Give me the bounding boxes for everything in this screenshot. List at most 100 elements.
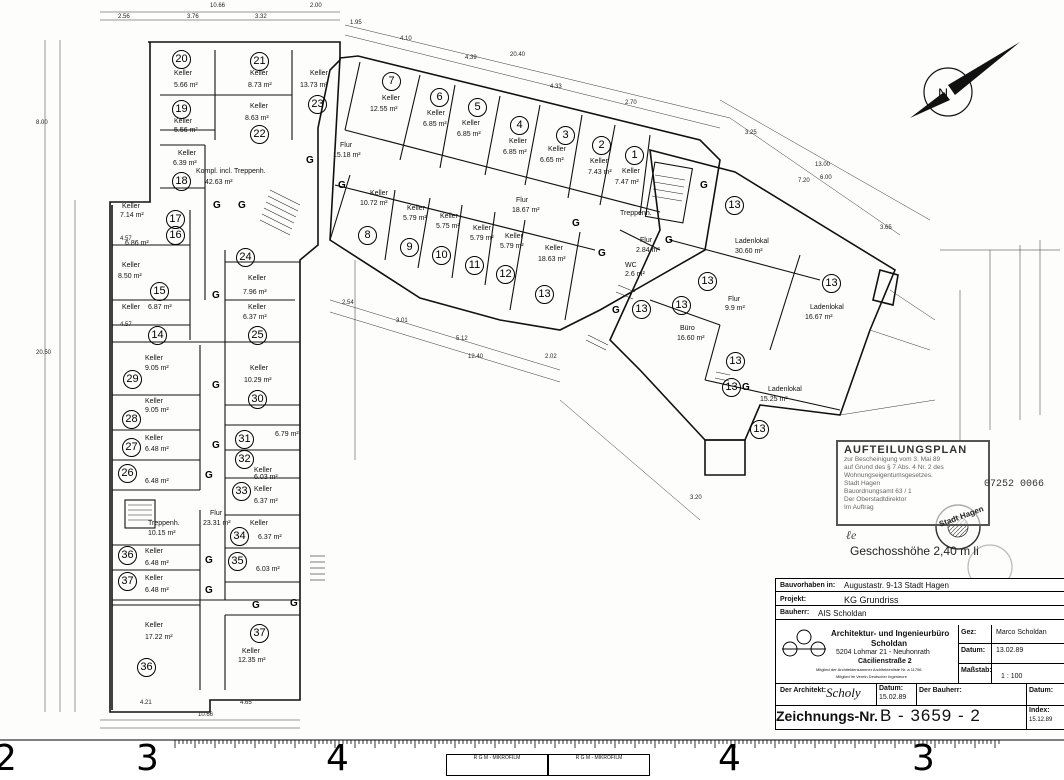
ruler-ticks [0, 739, 1064, 748]
room-13d-number: 13 [698, 272, 717, 291]
ruler-number: 3 [136, 738, 159, 779]
room-28-area: 9.05 m² [145, 407, 169, 414]
dim-label: 4.57 [120, 236, 132, 242]
room-22-label: Keller [250, 103, 268, 110]
mikrofilm-label: R G M - MIKROFILM [548, 754, 650, 776]
stamp-title: AUFTEILUNGSPLAN [844, 444, 968, 456]
dim-label: 3.32 [255, 14, 267, 20]
room-1-number: 1 [625, 146, 644, 165]
room-34-area: 6.37 m² [258, 534, 282, 541]
room-13c-label: Ladenlokal [810, 304, 844, 311]
flur-5-label: Flur [728, 296, 741, 303]
room-34-label: Keller [250, 520, 268, 527]
room-1-label: Keller [622, 168, 640, 175]
zeichnungs-number: B - 3659 - 2 [880, 706, 981, 725]
room-25-number: 25 [248, 326, 267, 345]
room-27-area: 6.48 m² [145, 446, 169, 453]
ruler-number: 2 [0, 738, 17, 779]
svg-text:N: N [938, 85, 948, 101]
flur-2-label: Flur [210, 510, 223, 517]
dim-label: 2.56 [118, 14, 130, 20]
room-24-label: Keller [248, 275, 266, 282]
interior-walls [112, 50, 841, 690]
room-27-number: 27 [122, 438, 141, 457]
dimension-lines [44, 11, 1060, 729]
approval-stamp: AUFTEILUNGSPLAN zur Bescheinigung vom 3.… [836, 440, 990, 526]
room-16-area: 6.86 m² [125, 240, 149, 247]
room-32-label: Keller [254, 467, 272, 474]
dim-label: 20.50 [36, 350, 52, 356]
dim-label: 10.66 [210, 3, 226, 9]
room-3-area: 6.65 m² [540, 157, 564, 164]
g-marker: G [238, 200, 246, 211]
treppenh-area: 10.15 m² [148, 530, 176, 537]
room-10-label: Keller [440, 213, 458, 220]
room-23-number: 23 [308, 95, 327, 114]
g-marker: G [612, 305, 620, 316]
room-4-area: 6.85 m² [503, 149, 527, 156]
kompl-area: 42.63 m² [205, 179, 233, 186]
room-13f-number: 13 [726, 352, 745, 371]
flur-5-area: 9.9 m² [725, 305, 745, 312]
room-13i-number: 13 [632, 300, 651, 319]
room-9-number: 9 [400, 238, 419, 257]
dim-label: 1.95 [350, 20, 362, 26]
dim-label: 3.01 [396, 318, 408, 324]
room-2-number: 2 [592, 136, 611, 155]
stair-treads [128, 174, 731, 581]
room-13g-number: 13 [722, 378, 741, 397]
room-23-area: 13.73 m² [300, 82, 328, 89]
room-10-number: 10 [432, 246, 451, 265]
room-5-area: 6.85 m² [457, 131, 481, 138]
flur-1-label: Flur [340, 142, 353, 149]
room-18-label: Keller [178, 150, 196, 157]
room-31-area: 6.79 m² [275, 431, 299, 438]
datum2-label: Datum: [879, 685, 904, 692]
g-marker: G [213, 200, 221, 211]
wc-label: WC [625, 262, 637, 269]
ruler-number: 3 [912, 738, 935, 779]
dim-label: 7.20 [798, 178, 810, 184]
room-30-label: Keller [250, 365, 268, 372]
datum-value: 13.02.89 [996, 647, 1024, 654]
wc-area: 2.6 m² [625, 271, 645, 278]
geschosshoehe: Geschosshöhe 2,40 m li [850, 544, 979, 558]
dim-label: 3.20 [690, 495, 702, 501]
room-15-area: 8.50 m² [118, 273, 142, 280]
dim-label: 4.10 [400, 36, 412, 42]
dim-label: 4.33 [550, 84, 562, 90]
room-7-area: 12.55 m² [370, 106, 398, 113]
room-26-number: 26 [118, 464, 137, 483]
room-12-label: Keller [505, 233, 523, 240]
microfilm-ruler [0, 738, 1064, 780]
index-label: Index: [1029, 707, 1050, 714]
datum-label: Datum: [961, 647, 986, 654]
room-37b-label: Keller [242, 648, 260, 655]
room-29-number: 29 [123, 370, 142, 389]
room-28-label: Keller [145, 398, 163, 405]
room-29-label: Keller [145, 355, 163, 362]
dim-label: 4.65 [240, 700, 252, 706]
stamp-signature: ℓe [846, 528, 857, 542]
room-34-number: 34 [230, 527, 249, 546]
room-20-area: 5.66 m² [174, 82, 198, 89]
room-22-area: 8.63 m² [245, 115, 269, 122]
room-17-area: 7.14 m² [120, 212, 144, 219]
room-17-label: Keller [122, 203, 140, 210]
room-9-area: 5.79 m² [403, 215, 427, 222]
room-28-number: 28 [122, 410, 141, 429]
architect-signature: Scholy [826, 685, 861, 700]
room-20-number: 20 [172, 50, 191, 69]
room-11-area: 5.79 m² [470, 235, 494, 242]
flur-3-area: 18.67 m² [512, 207, 540, 214]
office-note1: Mitglied der Architektenkammer Architekt… [816, 667, 922, 672]
room-33-area: 6.37 m² [254, 498, 278, 505]
office-street: Cäcilienstraße 2 [858, 658, 912, 665]
room-21-label: Keller [250, 70, 268, 77]
datum3-label: Datum: [1029, 687, 1054, 694]
room-18-number: 18 [172, 172, 191, 191]
room-32-area: 6.03 m² [254, 474, 278, 481]
room-36b-area: 17.22 m² [145, 634, 173, 641]
dim-label: 13.00 [815, 162, 831, 168]
room-32-number: 32 [235, 450, 254, 469]
